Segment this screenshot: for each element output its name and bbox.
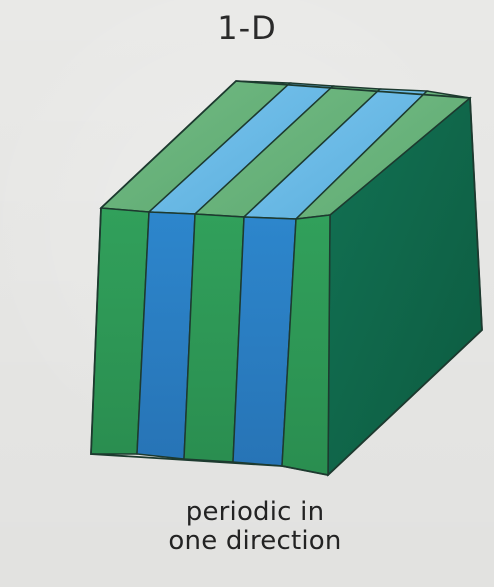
- diagram-caption: periodic in one direction: [120, 497, 390, 557]
- block-outline: [90, 80, 483, 476]
- diagram-title: 1-D: [217, 9, 277, 47]
- caption-line-1: periodic in: [185, 497, 325, 527]
- caption-line-2: one direction: [168, 526, 342, 557]
